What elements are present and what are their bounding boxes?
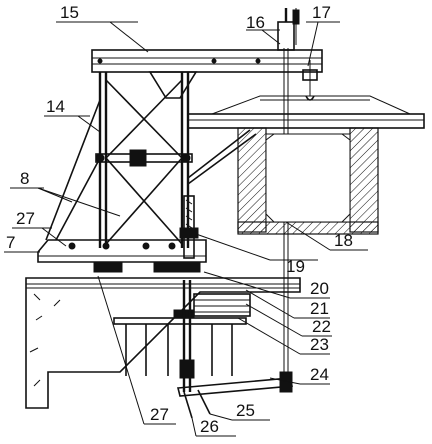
- label-7: 7: [6, 233, 15, 252]
- hanging-beam: [176, 280, 294, 419]
- label-25: 25: [236, 401, 255, 420]
- hoist-trolley: [277, 8, 318, 101]
- box-girder: [187, 95, 425, 235]
- upper-platform: [37, 239, 207, 273]
- label-8: 8: [20, 169, 29, 188]
- label-19: 19: [286, 257, 305, 276]
- concrete-abutment: [25, 277, 301, 409]
- reference-numerals: 15 16 17 14 8 27 7 18 19 20 21 22 23 24 …: [6, 3, 353, 436]
- label-27-lower: 27: [150, 405, 169, 424]
- label-21: 21: [310, 299, 329, 318]
- label-20: 20: [310, 279, 329, 298]
- label-23: 23: [310, 335, 329, 354]
- label-16: 16: [246, 13, 265, 32]
- label-15: 15: [60, 3, 79, 22]
- label-26: 26: [200, 417, 219, 436]
- label-27-upper: 27: [16, 209, 35, 228]
- leader-lines: [4, 21, 368, 437]
- label-22: 22: [312, 317, 331, 336]
- label-18: 18: [334, 231, 353, 250]
- screw-column: [179, 195, 199, 259]
- label-17: 17: [312, 3, 331, 22]
- label-24: 24: [310, 365, 329, 384]
- truss-tower: [45, 71, 257, 248]
- label-14: 14: [46, 97, 65, 116]
